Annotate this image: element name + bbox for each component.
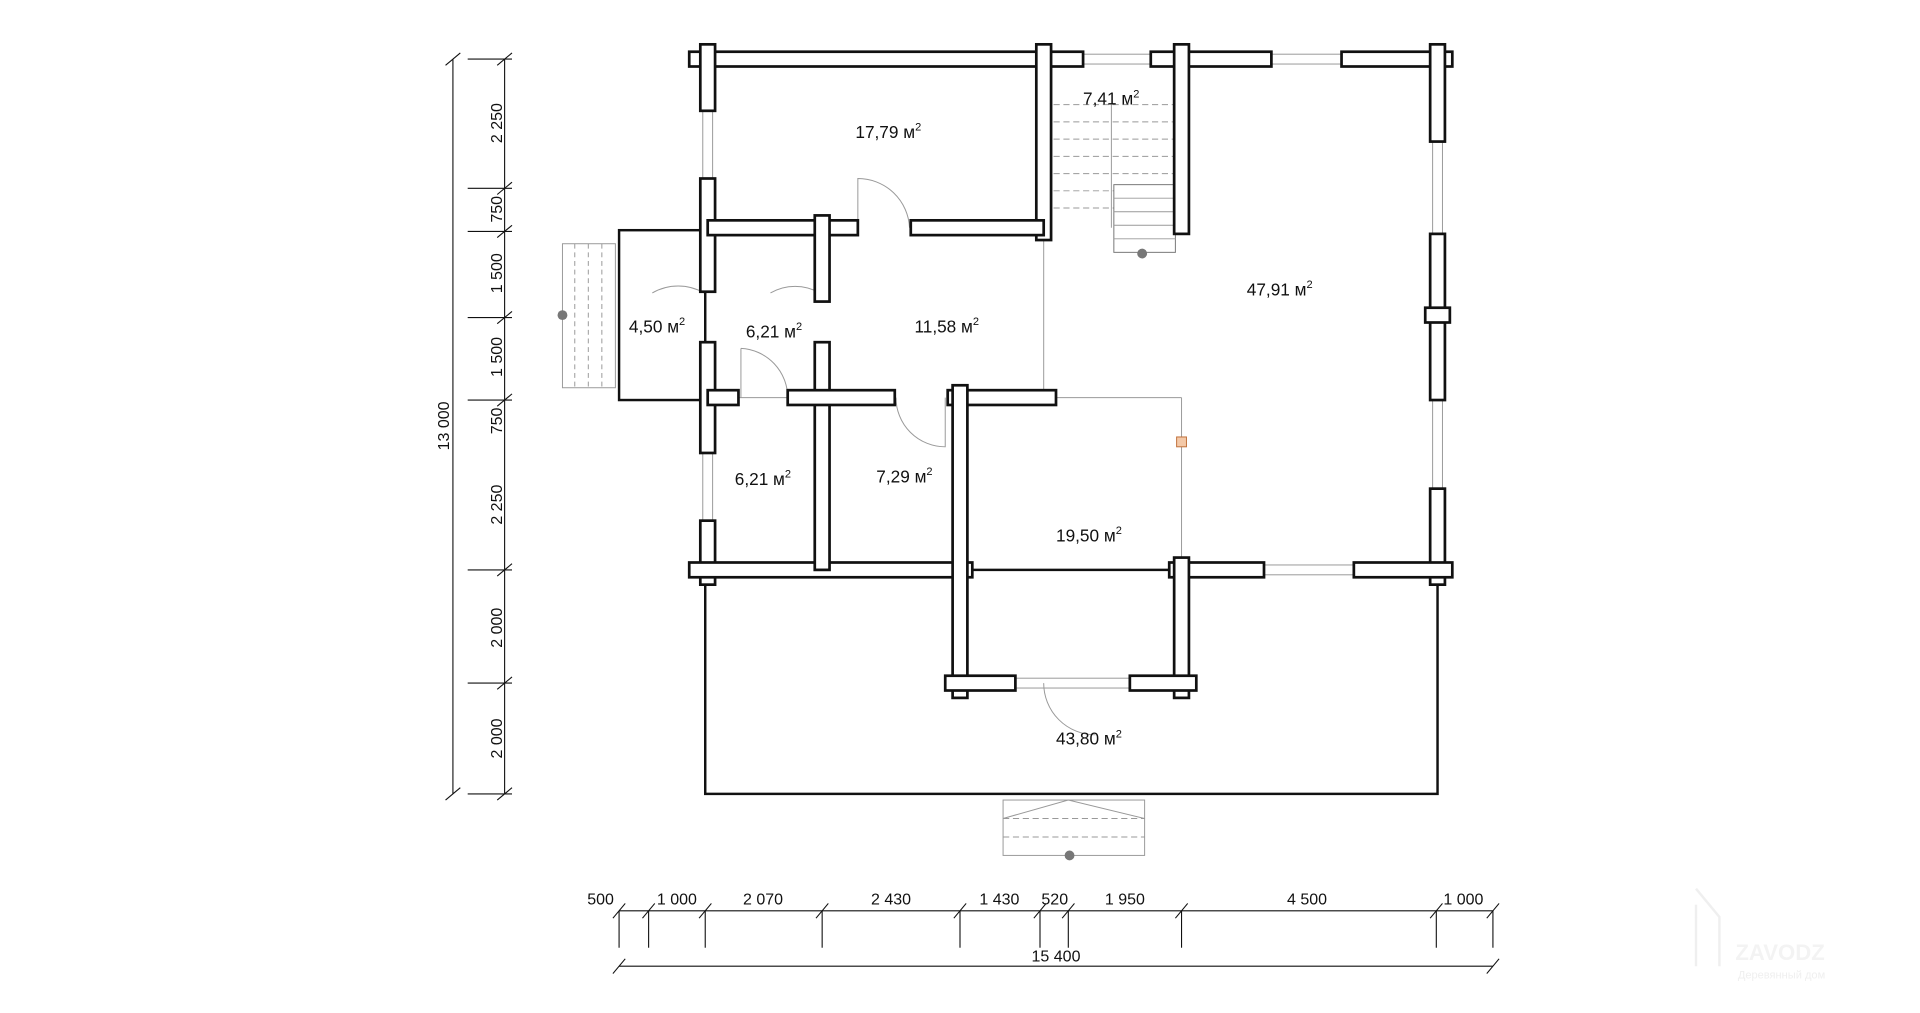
room-labels: 17,79 м2 7,41 м2 47,91 м2 4,50 м2 6,21 м2 11,… (629, 88, 1313, 748)
open-boundaries (738, 233, 1187, 561)
step-marker-icon (557, 310, 568, 321)
log-walls (687, 42, 1454, 700)
wall-segment (1172, 556, 1191, 700)
doors (652, 178, 1096, 736)
veranda-outline (704, 568, 1439, 796)
wall-segment (1352, 561, 1454, 579)
dimension-label: 2 250 (489, 103, 506, 143)
wall-segment (1128, 674, 1198, 692)
column-marker (1176, 436, 1187, 448)
step-marker-icon (1064, 850, 1075, 861)
room-area-label: 47,91 м2 (1247, 279, 1313, 299)
left-steps (557, 243, 616, 389)
dimension-label: 1 950 (1105, 892, 1145, 909)
room-area-label: 43,80 м2 (1056, 728, 1122, 748)
dimension-label: 500 (587, 892, 614, 909)
wall-segment (1149, 50, 1273, 68)
dimension-label: 4 500 (1287, 892, 1327, 909)
windows (702, 53, 1443, 689)
room-area-label: 17,79 м2 (855, 122, 921, 142)
wall-segment (1034, 42, 1053, 242)
wall-segment (698, 42, 717, 113)
dimension-label: 1 500 (489, 253, 506, 293)
wall-segment (943, 674, 1017, 692)
room-area-label: 7,41 м2 (1083, 88, 1139, 108)
wall-segment (909, 218, 1046, 237)
wall-segment (1340, 50, 1454, 68)
dimension-label: 2 250 (489, 485, 506, 525)
front-steps (1002, 799, 1146, 861)
dimension-total-label: 15 400 (1032, 948, 1081, 965)
wall-segment (706, 388, 740, 407)
horizontal-dimensions: 500 1 000 2 070 2 430 1 430 520 1 950 4 500 1 00… (587, 892, 1500, 974)
staircase (1053, 104, 1176, 259)
vertical-dimensions: 2 250 750 1 500 1 500 750 2 250 2 000 2 000 13 0… (436, 52, 513, 801)
dimension-label: 2 000 (489, 608, 506, 648)
wall-segment (1428, 487, 1447, 587)
wall-segment (1428, 42, 1447, 143)
wall-segment (786, 388, 897, 407)
dimension-label: 750 (489, 196, 506, 223)
dimension-label: 2 070 (743, 892, 783, 909)
watermark-brand: ZAVODZ (1735, 940, 1824, 965)
stair-marker-icon (1137, 248, 1148, 259)
dimension-label: 750 (489, 408, 506, 435)
room-area-label: 6,21 м2 (746, 321, 802, 341)
wall-segment (951, 383, 969, 700)
dimension-label: 1 500 (489, 337, 506, 377)
dimension-label: 520 (1041, 892, 1068, 909)
wall-segment (1167, 561, 1266, 579)
dimension-label: 2 430 (871, 892, 911, 909)
wall-segment (1172, 42, 1191, 236)
room-area-label: 7,29 м2 (876, 466, 932, 486)
wall-segment (813, 214, 831, 303)
watermark-logo: ZAVODZ Деревянный дом (1694, 887, 1825, 981)
dimension-label: 2 000 (489, 718, 506, 758)
room-area-label: 19,50 м2 (1056, 525, 1122, 545)
dimension-label: 1 000 (657, 892, 697, 909)
wall-segment (946, 388, 1058, 407)
room-area-label: 11,58 м2 (914, 316, 979, 336)
dimension-label: 1 430 (979, 892, 1019, 909)
room-area-label: 6,21 м2 (735, 469, 791, 489)
porch-outline (617, 228, 707, 402)
watermark-tagline: Деревянный дом (1738, 969, 1825, 981)
wall-segment (1423, 306, 1452, 324)
wall-segment (706, 218, 860, 237)
wall-segment (687, 50, 1085, 68)
wall-segment (813, 340, 831, 572)
room-area-label: 4,50 м2 (629, 316, 685, 336)
dimension-label: 1 000 (1443, 892, 1483, 909)
dimension-total-label: 13 000 (436, 401, 453, 450)
